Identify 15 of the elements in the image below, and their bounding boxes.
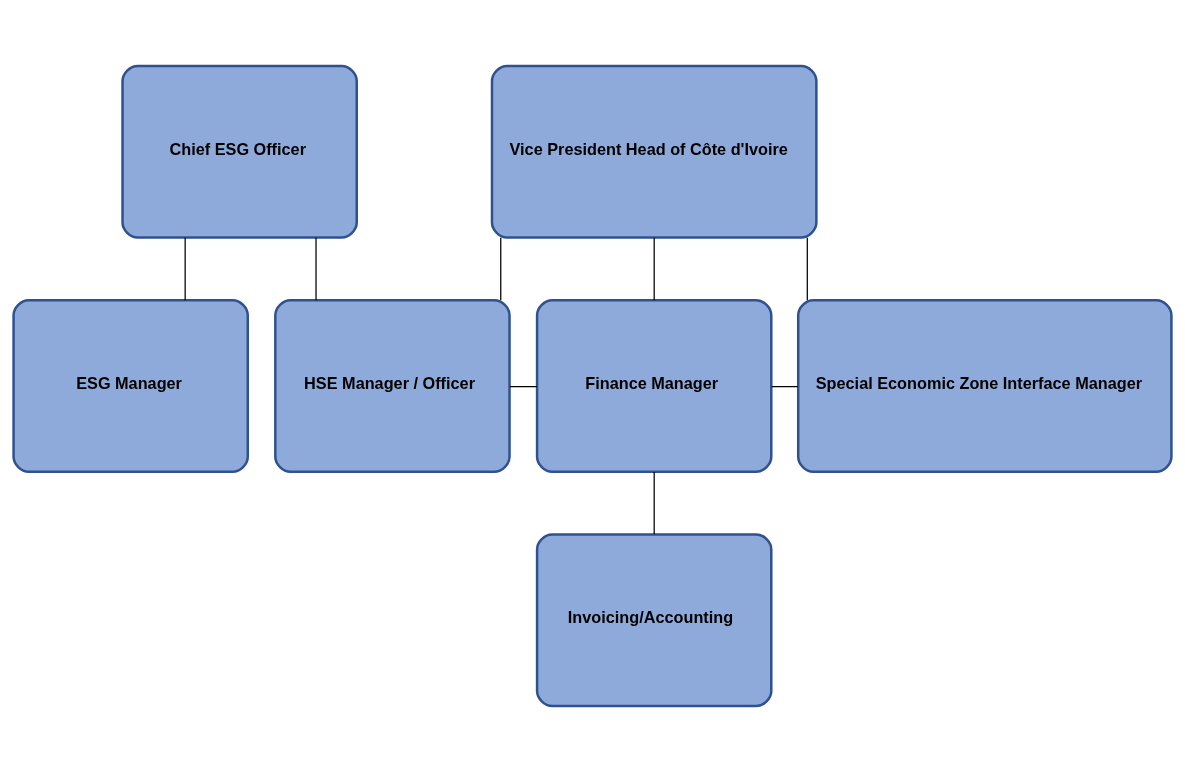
connector (509, 385, 538, 387)
connector (315, 236, 317, 301)
node-box: Special Economic Zone Interface Manager (796, 298, 1173, 473)
connector (500, 236, 502, 301)
node-box: Vice President Head of Côte d'Ivoire (490, 64, 818, 239)
node-box: HSE Manager / Officer (274, 298, 511, 473)
connector (653, 236, 655, 301)
node-box: Finance Manager (535, 298, 773, 473)
connector (184, 236, 186, 301)
node-box: ESG Manager (12, 298, 249, 473)
node-box: Invoicing/Accounting (535, 532, 773, 707)
connector (653, 470, 655, 535)
node-box: Chief ESG Officer (121, 64, 358, 239)
connector (771, 385, 799, 387)
connector (806, 236, 808, 301)
